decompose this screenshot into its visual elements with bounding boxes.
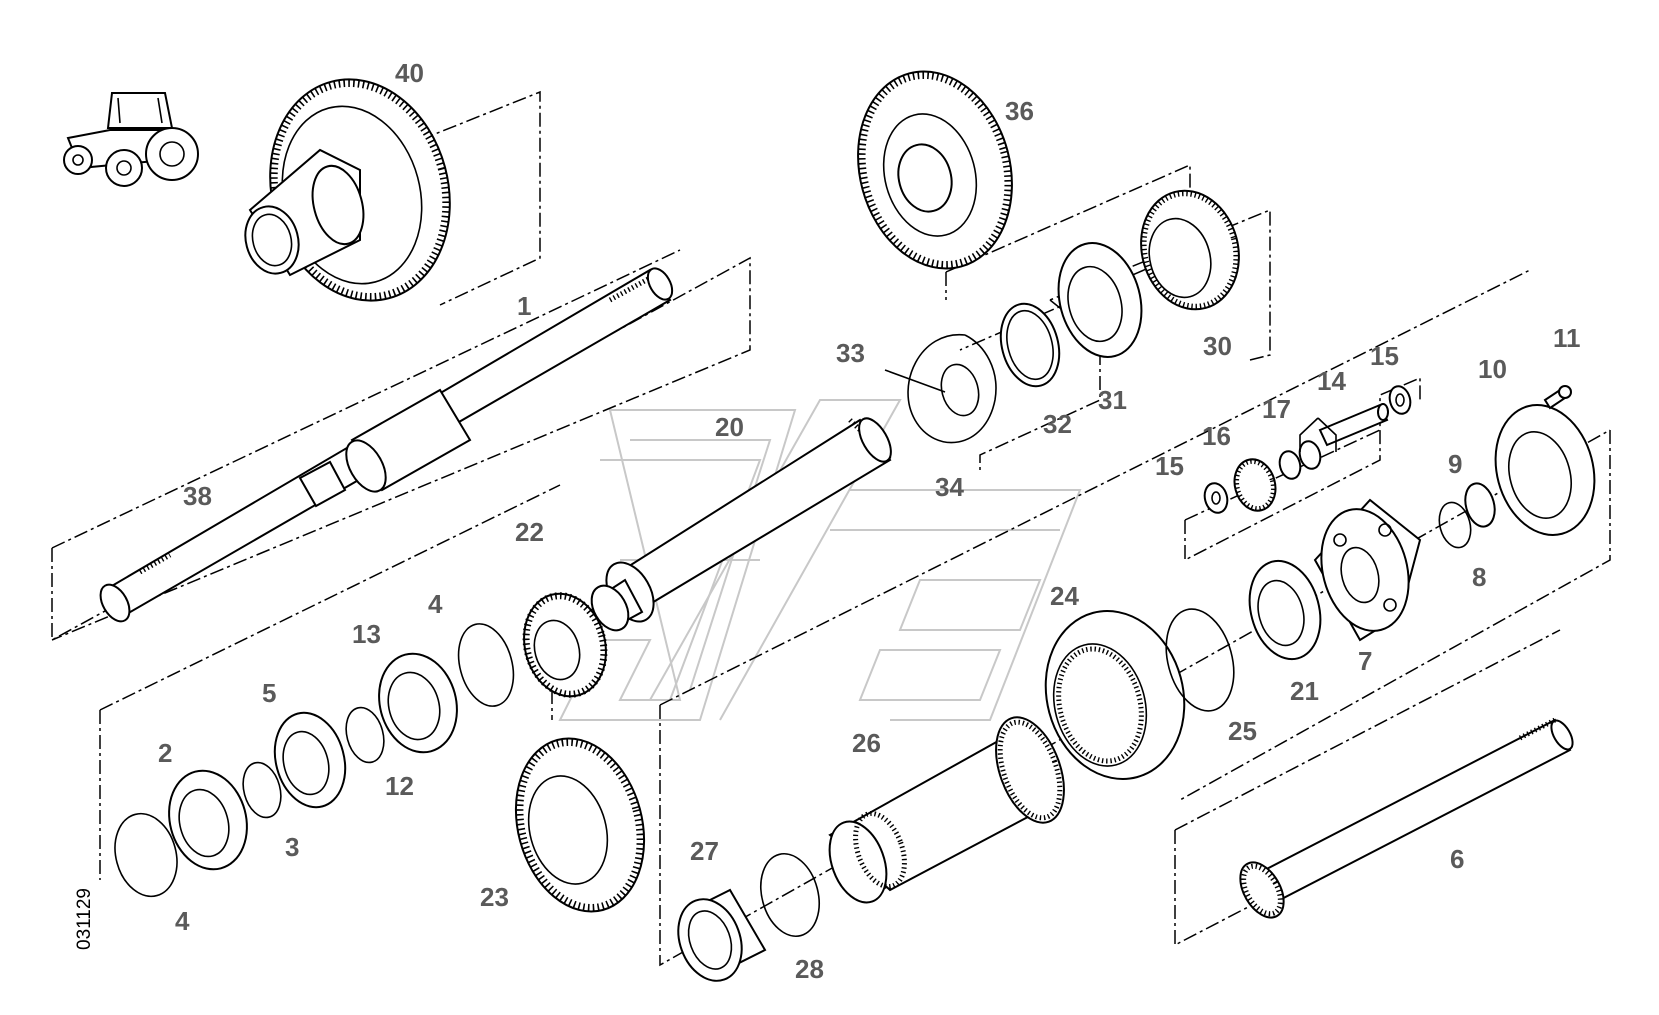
part-22-shaft <box>590 417 892 632</box>
label-5: 5 <box>262 678 276 708</box>
label-23: 23 <box>480 882 509 912</box>
part-24-hub <box>1044 610 1186 780</box>
label-15a: 15 <box>1370 341 1399 371</box>
watermark-logo <box>558 399 1082 721</box>
label-27: 27 <box>690 836 719 866</box>
drawing-number: 031129 <box>74 888 95 950</box>
part-27-needle-bearing <box>677 888 767 982</box>
part-36-gear <box>857 70 1013 270</box>
part-6-shaft <box>1239 717 1574 919</box>
part-9-ring <box>1464 482 1496 528</box>
label-10: 10 <box>1478 354 1507 384</box>
label-25: 25 <box>1228 716 1257 746</box>
label-20: 20 <box>715 412 744 442</box>
label-4a: 4 <box>428 589 443 619</box>
label-24: 24 <box>1050 581 1079 611</box>
label-38: 38 <box>183 481 212 511</box>
part-1-shaft <box>99 267 674 623</box>
label-14: 14 <box>1317 366 1346 396</box>
part-21-bearing <box>1248 559 1322 661</box>
part-26-shaft <box>828 716 1065 904</box>
label-22: 22 <box>515 517 544 547</box>
part-25-snap-ring <box>1165 608 1235 712</box>
part-17-rollers <box>1278 440 1322 480</box>
part-3-circlip <box>242 761 282 819</box>
label-13: 13 <box>352 619 381 649</box>
label-6: 6 <box>1450 844 1464 874</box>
label-30: 30 <box>1203 331 1232 361</box>
label-28: 28 <box>795 954 824 984</box>
part-30-gear <box>1140 189 1240 311</box>
label-9: 9 <box>1448 449 1462 479</box>
label-32: 32 <box>1043 409 1072 439</box>
label-40: 40 <box>395 58 424 88</box>
label-11: 11 <box>1553 323 1581 353</box>
label-26: 26 <box>852 728 881 758</box>
part-32-ring <box>999 302 1061 388</box>
label-2: 2 <box>158 738 172 768</box>
part-8-circlip <box>1438 501 1472 549</box>
label-36: 36 <box>1005 96 1034 126</box>
part-labels: 40 36 1 38 33 30 20 32 31 34 22 11 10 15… <box>74 58 1581 984</box>
part-14-pin <box>1318 403 1389 447</box>
label-34: 34 <box>935 472 964 502</box>
part-23-gear <box>514 592 646 913</box>
label-3: 3 <box>285 832 299 862</box>
part-12-circlip <box>345 706 385 764</box>
part-4-circlip-upper <box>457 623 515 707</box>
part-28-snap-ring <box>760 852 820 938</box>
part-15-washer-a <box>1388 385 1412 415</box>
label-4b: 4 <box>175 906 190 936</box>
label-1: 1 <box>517 291 531 321</box>
part-15-washer-b <box>1203 482 1229 514</box>
part-13-bearing <box>378 652 458 754</box>
part-2-bearing <box>168 769 248 871</box>
tractor-icon <box>63 92 199 187</box>
part-4-circlip-lower <box>114 812 178 898</box>
leader-lines <box>884 369 1337 452</box>
part-31-bearing <box>1057 242 1143 358</box>
label-17: 17 <box>1262 394 1291 424</box>
part-16-planet-gear <box>1233 458 1277 512</box>
label-7: 7 <box>1358 646 1372 676</box>
label-8: 8 <box>1472 562 1486 592</box>
group-frames <box>51 90 1611 967</box>
label-33: 33 <box>836 338 865 368</box>
label-15b: 15 <box>1155 451 1184 481</box>
label-31: 31 <box>1098 385 1127 415</box>
part-5-bearing <box>273 711 347 809</box>
part-34-snap-ring <box>907 334 997 444</box>
part-40-gear <box>244 78 451 302</box>
label-21: 21 <box>1290 676 1319 706</box>
part-33-circlip <box>940 363 980 417</box>
part-10-cover <box>1494 404 1596 536</box>
part-11-bolt <box>1543 385 1572 410</box>
label-12: 12 <box>385 771 414 801</box>
label-16: 16 <box>1202 421 1231 451</box>
part-7-carrier <box>1313 498 1422 642</box>
